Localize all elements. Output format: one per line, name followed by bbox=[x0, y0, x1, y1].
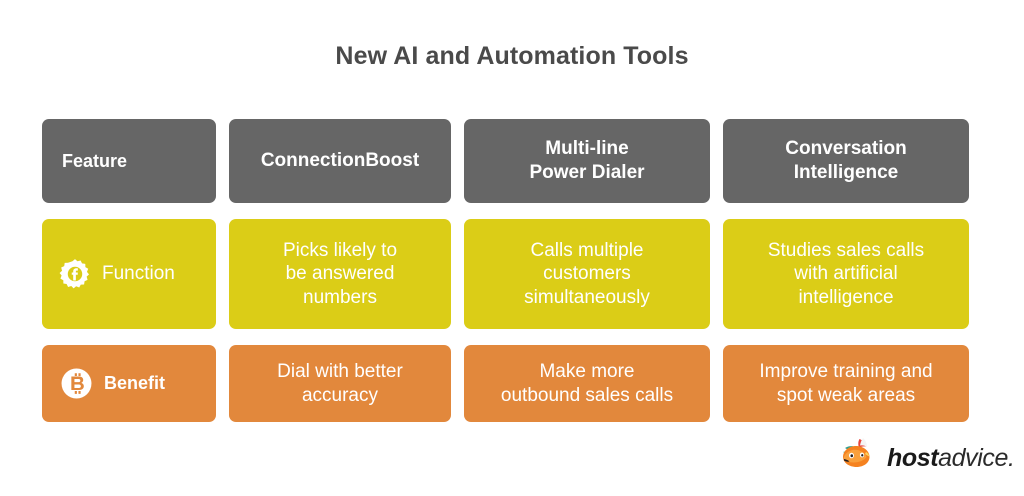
comparison-table: Feature ConnectionBoost Multi-line Power… bbox=[42, 119, 974, 422]
cell-benefit-connectionboost: Dial with better accuracy bbox=[229, 345, 451, 422]
cell-text: Improve training and spot weak areas bbox=[759, 360, 933, 406]
cell-benefit-conversation-intelligence: Improve training and spot weak areas bbox=[723, 345, 969, 422]
row-label-function: Function bbox=[42, 219, 216, 329]
cell-text: Picks likely to be answered numbers bbox=[282, 239, 398, 308]
gear-f-icon bbox=[58, 257, 92, 291]
page-title: New AI and Automation Tools bbox=[335, 42, 689, 70]
table-header-label: Feature bbox=[62, 150, 128, 171]
fox-mascot-icon bbox=[836, 437, 880, 480]
cell-function-connectionboost: Picks likely to be answered numbers bbox=[229, 219, 451, 329]
table-header-label: Conversation Intelligence bbox=[785, 138, 907, 183]
table-header-label: Multi-line Power Dialer bbox=[529, 138, 645, 183]
cell-function-conversation-intelligence: Studies sales calls with artificial inte… bbox=[723, 219, 969, 329]
table-header-conversation-intelligence: Conversation Intelligence bbox=[723, 119, 969, 203]
logo-text-host: host bbox=[887, 444, 939, 472]
row-label-text: Benefit bbox=[104, 373, 166, 394]
cell-text: Make more outbound sales calls bbox=[500, 360, 674, 406]
cell-text: Dial with better accuracy bbox=[277, 360, 403, 406]
logo-text-advice: advice. bbox=[938, 444, 1015, 472]
table-header-connectionboost: ConnectionBoost bbox=[229, 119, 451, 203]
table-header-feature: Feature bbox=[42, 119, 216, 203]
cell-function-multiline-power-dialer: Calls multiple customers simultaneously bbox=[464, 219, 710, 329]
hostadvice-logo: hostadvice. bbox=[836, 437, 1015, 480]
logo-wordmark: hostadvice. bbox=[887, 444, 1015, 473]
table-header-multiline-power-dialer: Multi-line Power Dialer bbox=[464, 119, 710, 203]
table-header-label: ConnectionBoost bbox=[260, 150, 420, 172]
row-label-benefit: Benefit bbox=[42, 345, 216, 422]
row-label-text: Function bbox=[102, 263, 175, 285]
cell-benefit-multiline-power-dialer: Make more outbound sales calls bbox=[464, 345, 710, 422]
cell-text: Studies sales calls with artificial inte… bbox=[767, 239, 925, 308]
bitcoin-b-circle-icon bbox=[60, 367, 93, 400]
cell-text: Calls multiple customers simultaneously bbox=[524, 239, 650, 308]
